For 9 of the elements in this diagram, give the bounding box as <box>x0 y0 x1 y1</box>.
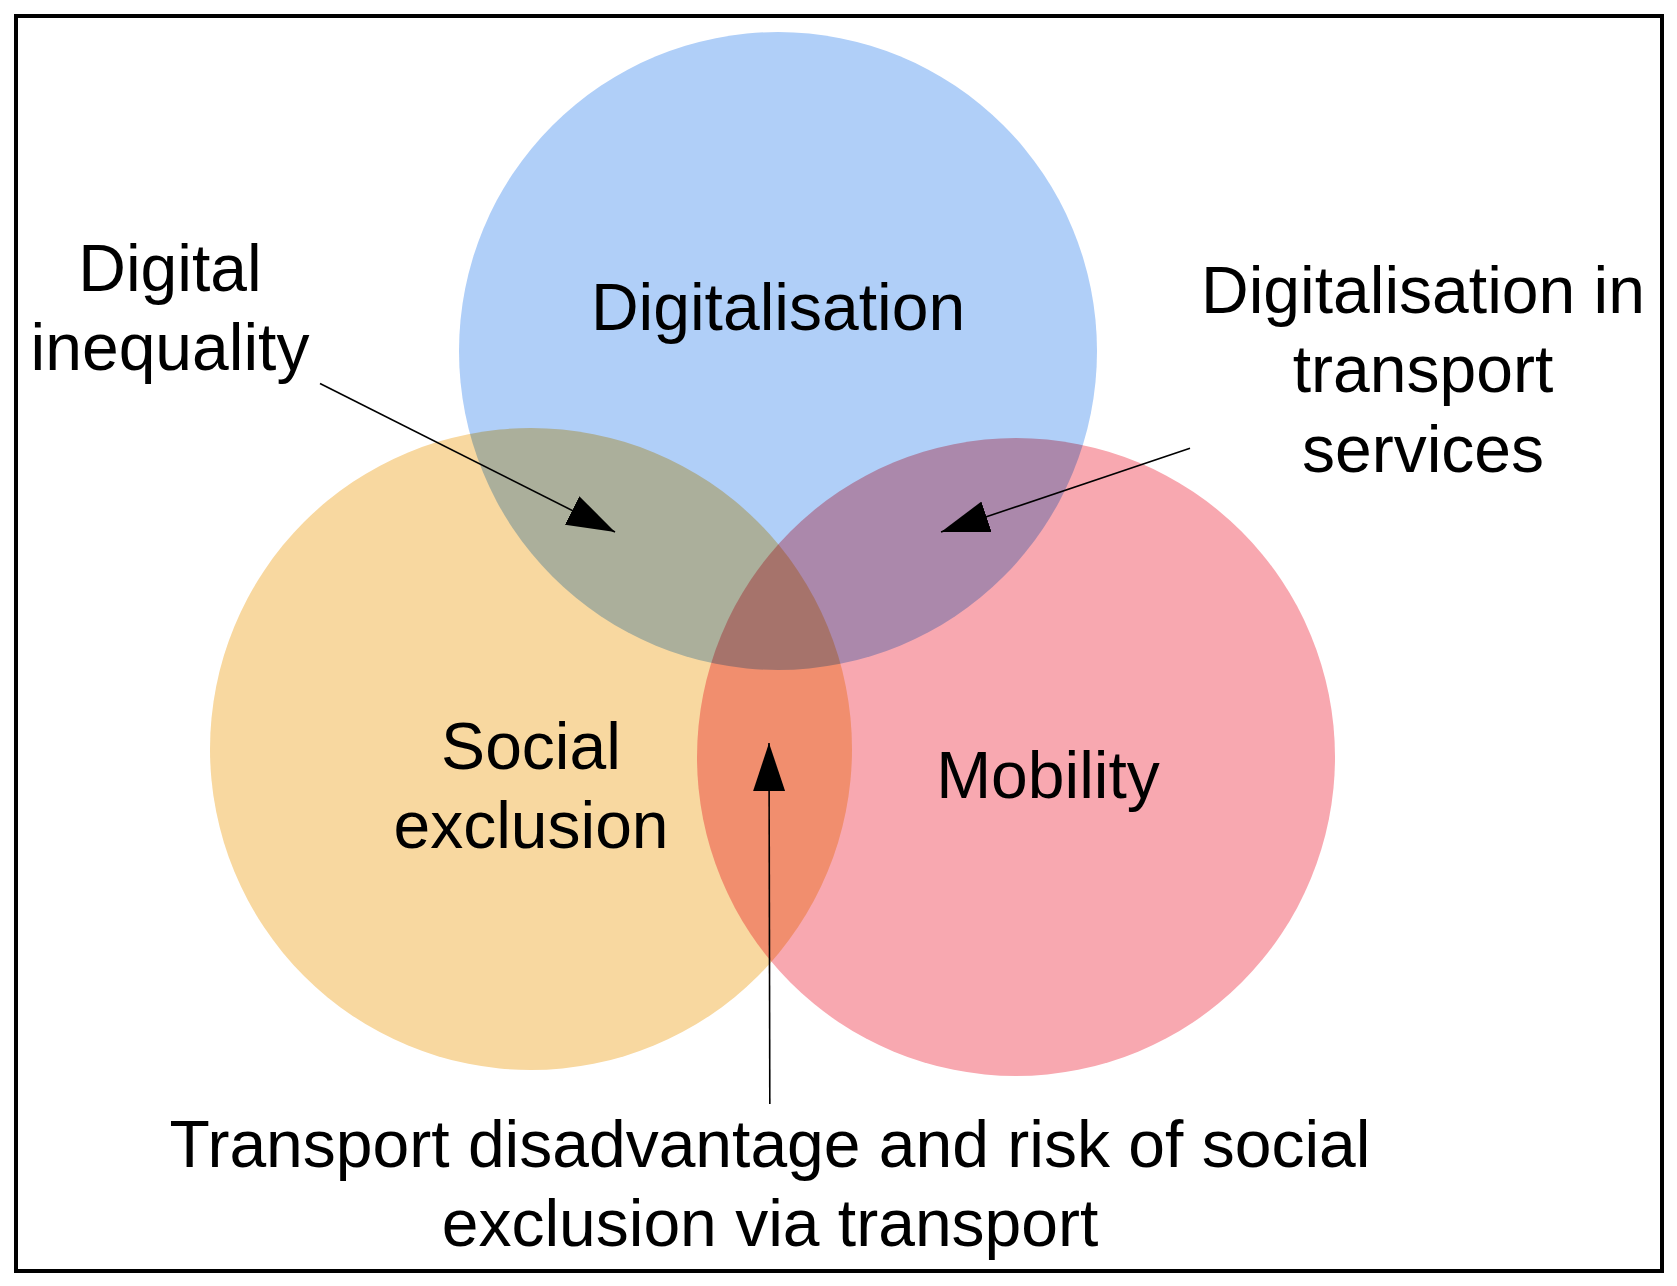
label-text: Social exclusion <box>392 708 670 865</box>
label-text: Transport disadvantage and risk of social exclusion via transport <box>168 1105 1372 1262</box>
label-text: Digital inequality <box>29 229 311 386</box>
label-text: Mobility <box>936 737 1160 814</box>
label-text: Digitalisation in transport services <box>1200 252 1646 488</box>
leader-arrow <box>940 447 1191 533</box>
leader-arrow <box>319 382 616 533</box>
label-text: Digitalisation <box>590 269 966 346</box>
leader-arrow <box>753 742 786 1105</box>
